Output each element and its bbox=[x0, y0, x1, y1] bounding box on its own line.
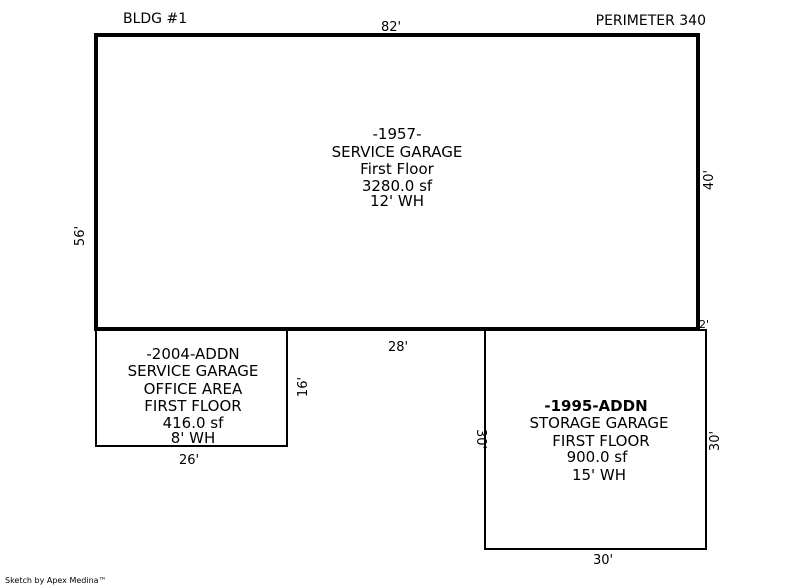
dim-storage-right: 30' bbox=[708, 431, 723, 451]
dim-main-left: 56' bbox=[73, 226, 88, 246]
main-floor-label: First Floor bbox=[360, 160, 434, 178]
storage-area-label: 900.0 sf bbox=[567, 448, 629, 466]
office-floor-label: FIRST FLOOR bbox=[144, 397, 241, 415]
sketch-credit: Sketch by Apex Medina™ bbox=[5, 576, 107, 585]
storage-addition-outline bbox=[484, 329, 707, 550]
main-year-label: -1957- bbox=[373, 125, 422, 143]
storage-wall-height-label: 15' WH bbox=[572, 466, 626, 484]
dim-main-right: 40' bbox=[702, 170, 717, 190]
storage-floor-label: FIRST FLOOR bbox=[552, 432, 649, 450]
dim-main-bottom-gap: 28' bbox=[388, 340, 408, 355]
storage-use-label: STORAGE GARAGE bbox=[530, 414, 669, 432]
dim-office-bottom: 26' bbox=[179, 453, 199, 468]
building-label: BLDG #1 bbox=[123, 11, 187, 27]
storage-year-label: -1995-ADDN bbox=[544, 397, 647, 415]
dim-office-right: 16' bbox=[296, 377, 311, 397]
office-area-label: 416.0 sf bbox=[163, 414, 225, 432]
perimeter-label: PERIMETER 340 bbox=[596, 13, 706, 29]
dim-storage-left: 30' bbox=[473, 429, 488, 449]
office-year-label: -2004-ADDN bbox=[146, 345, 239, 363]
main-wall-height-label: 12' WH bbox=[370, 192, 424, 210]
dim-storage-bottom: 30' bbox=[593, 553, 613, 568]
main-area-label: 3280.0 sf bbox=[362, 177, 433, 195]
main-use-label: SERVICE GARAGE bbox=[332, 143, 463, 161]
office-sub-label: OFFICE AREA bbox=[144, 380, 243, 398]
dim-main-right-jog: 2' bbox=[699, 318, 709, 331]
office-addition-outline bbox=[95, 329, 288, 447]
dim-main-top: 82' bbox=[381, 20, 401, 35]
office-wall-height-label: 8' WH bbox=[171, 429, 216, 447]
main-building-outline bbox=[94, 33, 700, 331]
office-use-label: SERVICE GARAGE bbox=[128, 362, 259, 380]
